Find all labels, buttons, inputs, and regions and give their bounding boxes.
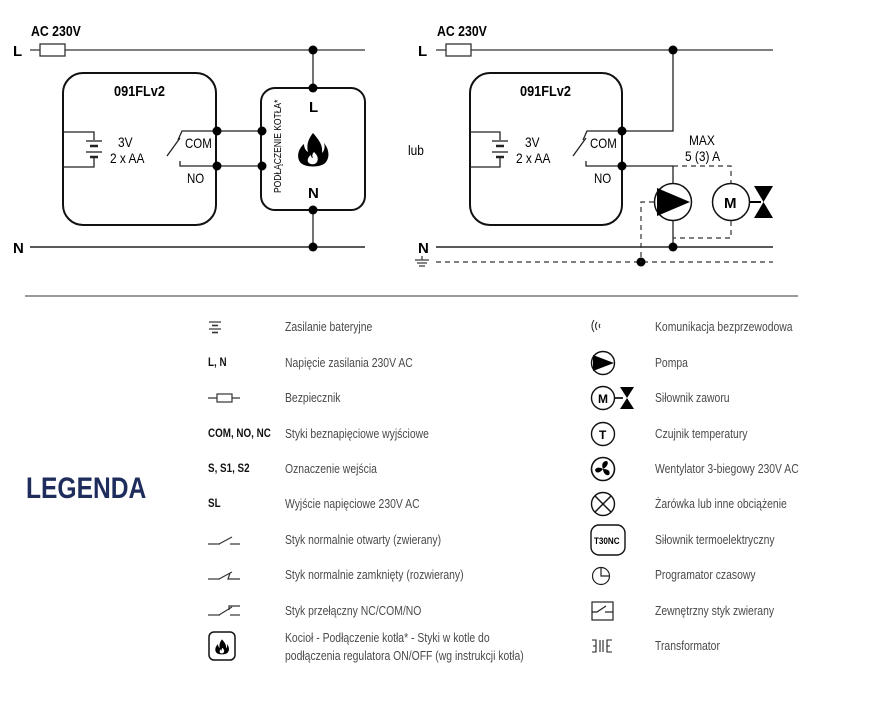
contact-changeover-icon — [208, 605, 240, 616]
junction-dot — [308, 83, 318, 93]
legend-label: Wentylator 3-biegowy 230V AC — [655, 461, 799, 476]
diagram-right: AC 230V L N 091FLv2 3V 2 x AA — [415, 23, 773, 267]
pump-icon — [590, 350, 616, 376]
fan-icon — [590, 456, 616, 482]
legend-label: Żarówka lub inne obciążenie — [655, 496, 787, 511]
contact-no: NO — [594, 170, 611, 186]
battery-voltage: 3V — [118, 134, 133, 150]
battery-icon — [209, 321, 221, 334]
line-l-label: L — [418, 43, 427, 60]
contact-no: NO — [187, 170, 204, 186]
supply-label: AC 230V — [31, 23, 82, 39]
section-divider — [25, 295, 798, 297]
valve-actuator-icon: M — [711, 182, 773, 222]
legend-label: Bezpiecznik — [285, 390, 341, 405]
boiler-vertical-label: PODŁĄCZENIE KOTŁA* — [272, 99, 283, 193]
junction-dot — [212, 161, 222, 171]
supply-label: AC 230V — [437, 23, 488, 39]
junction-dot — [668, 242, 678, 252]
controller-name: 091FLv2 — [520, 82, 571, 99]
contact-com: COM — [185, 135, 212, 151]
legend-label: Czujnik temperatury — [655, 426, 748, 441]
legend-label: Zasilanie bateryjne — [285, 319, 373, 334]
legend-label: Styk normalnie otwarty (zwierany) — [285, 532, 442, 547]
battery-type: 2 x AA — [110, 150, 145, 166]
separator-label: lub — [408, 142, 424, 158]
boiler-n-label: N — [308, 185, 319, 202]
wiring-diagrams: AC 230V L N 091FLv2 3V 2 x AA COM NO — [13, 23, 773, 267]
thermoelectric-actuator-icon: T30NC — [590, 524, 626, 556]
junction-dot — [308, 205, 318, 215]
legend-label: Zewnętrzny styk zwierany — [655, 603, 775, 618]
relay-contact — [572, 130, 622, 167]
legend-symbol: COM, NO, NC — [208, 426, 271, 440]
max-rating: 5 (3) A — [685, 148, 720, 164]
max-label: MAX — [689, 132, 715, 148]
contact-com: COM — [590, 135, 617, 151]
legend-label: Oznaczenie wejścia — [285, 461, 377, 476]
timer-icon — [591, 566, 611, 586]
pump-icon — [653, 182, 693, 222]
junction-dot — [308, 242, 318, 252]
contact-nc-icon — [208, 571, 240, 580]
svg-text:M: M — [598, 392, 608, 406]
junction-dot — [212, 126, 222, 136]
line-n-label: N — [13, 240, 24, 257]
legend-label: Styki beznapięciowe wyjściowe — [285, 426, 429, 441]
battery-voltage: 3V — [525, 134, 540, 150]
ground-icon — [415, 256, 429, 267]
legend-label-line2: podłączenia regulatora ON/OFF (wg instru… — [285, 648, 524, 663]
line-n-label: N — [418, 240, 429, 257]
diagram-left: AC 230V L N 091FLv2 3V 2 x AA COM NO — [13, 23, 366, 257]
legend-label: Pompa — [655, 355, 688, 370]
wireless-icon — [591, 319, 601, 333]
valve-actuator-icon: M — [590, 385, 634, 411]
transformer-icon — [592, 639, 612, 653]
bulb-icon — [590, 491, 616, 517]
fuse-icon — [445, 43, 472, 57]
junction-dot — [257, 161, 267, 171]
fuse-icon — [208, 393, 240, 403]
legend-symbol: S, S1, S2 — [208, 461, 250, 475]
legend-label: Programator czasowy — [655, 567, 756, 582]
legend-label: Styk przełączny NC/COM/NO — [285, 603, 422, 618]
legend-label: Styk normalnie zamknięty (rozwierany) — [285, 567, 464, 582]
relay-contact — [166, 130, 216, 167]
line-l-label: L — [13, 43, 22, 60]
legend-label: Komunikacja bezprzewodowa — [655, 319, 793, 334]
junction-dot — [617, 161, 627, 171]
legend-label: Transformator — [655, 638, 720, 653]
legend-title: LEGENDA — [26, 472, 147, 505]
junction-dot — [308, 45, 318, 55]
legend-label: Siłownik termoelektryczny — [655, 532, 775, 547]
junction-dot — [668, 45, 678, 55]
svg-text:T30NC: T30NC — [594, 536, 620, 547]
boiler-icon — [208, 631, 236, 661]
legend-label: Napięcie zasilania 230V AC — [285, 355, 413, 370]
battery-icon — [470, 131, 508, 168]
controller-box — [62, 72, 217, 226]
junction-dot — [257, 126, 267, 136]
controller-box — [469, 72, 623, 226]
temperature-sensor-icon: T — [590, 421, 616, 447]
controller-name: 091FLv2 — [114, 82, 165, 99]
motor-label: M — [724, 195, 737, 212]
junction-dot — [617, 126, 627, 136]
svg-text:T: T — [599, 428, 607, 442]
legend-symbol: L, N — [208, 355, 227, 369]
legend-label: Kocioł - Podłączenie kotła* - Styki w ko… — [285, 630, 490, 645]
legend-symbol: SL — [208, 496, 221, 510]
fuse-icon — [39, 43, 66, 57]
boiler-l-label: L — [309, 99, 318, 116]
battery-icon — [63, 131, 102, 168]
external-contact-icon — [591, 601, 614, 621]
contact-no-icon — [208, 536, 240, 545]
legend-label: Siłownik zaworu — [655, 390, 730, 405]
legend-label: Wyjście napięciowe 230V AC — [285, 496, 420, 511]
battery-type: 2 x AA — [516, 150, 551, 166]
